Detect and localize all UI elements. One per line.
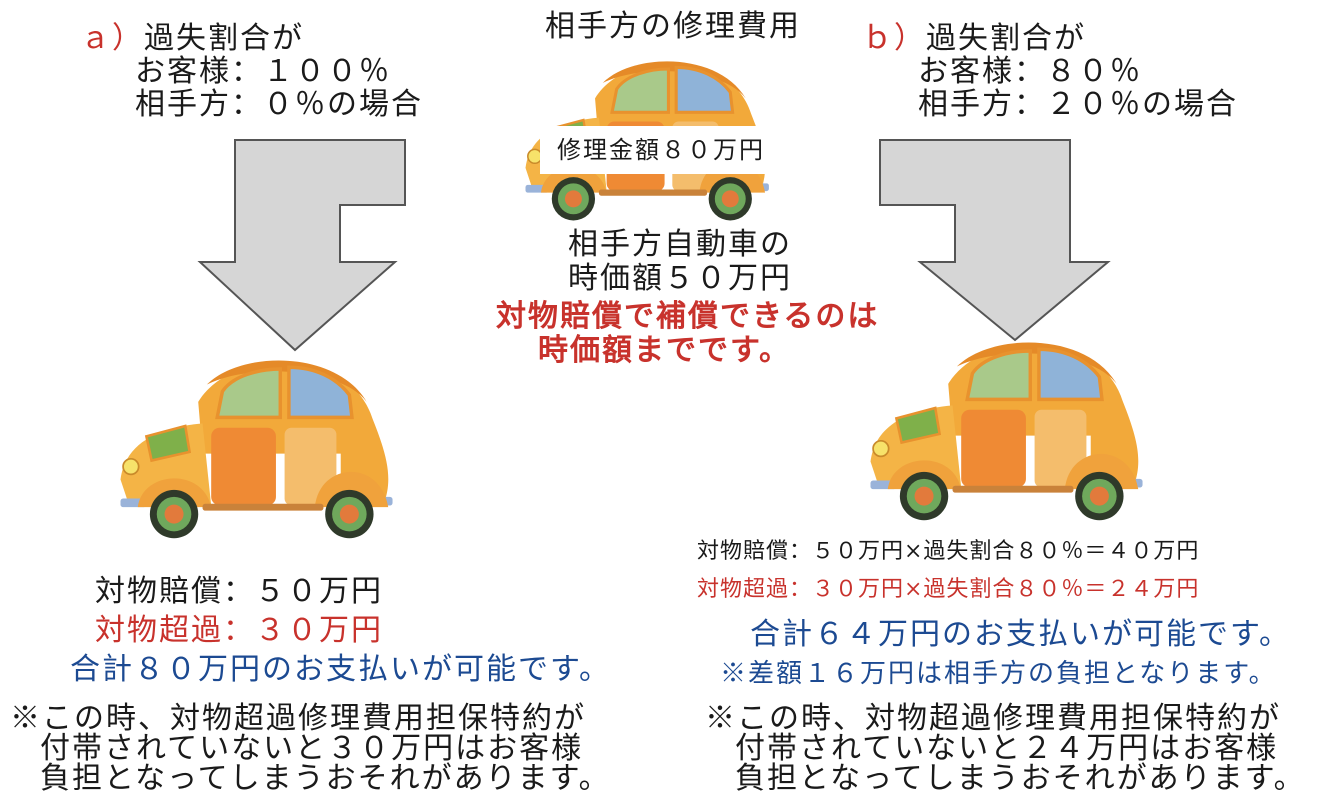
- case-b-total: 合計６４万円のお支払いが可能です。: [750, 617, 1291, 652]
- case-b-marker: ｂ）: [862, 21, 926, 56]
- market-value-line2: 時価額５０万円: [568, 261, 792, 296]
- down-left-arrow: [197, 139, 406, 352]
- coverage-note-line1: 対物賠償で補償できるのは: [496, 299, 880, 334]
- case-a-total: 合計８０万円のお支払いが可能です。: [70, 652, 611, 687]
- case-a-warning-line3: 負担となってしまうおそれがあります。: [40, 761, 611, 796]
- repair-amount-label: 修理金額８０万円: [540, 126, 782, 174]
- case-b-customer-ratio: お客様：８０％: [918, 54, 1142, 89]
- center-title: 相手方の修理費用: [545, 9, 801, 44]
- case-b-excess: 対物超過：３０万円×過失割合８０％＝２４万円: [697, 577, 1200, 602]
- case-b-warning-line2: 付帯されていないと２４万円はお客様: [735, 731, 1279, 766]
- down-right-arrow: [879, 139, 1111, 342]
- market-value-line1: 相手方自動車の: [568, 227, 792, 262]
- case-b-difference: ※差額１６万円は相手方の負担となります。: [720, 659, 1277, 689]
- case-b-liability: 対物賠償：５０万円×過失割合８０％＝４０万円: [697, 539, 1200, 564]
- case-a-customer-ratio: お客様：１００％: [135, 54, 391, 89]
- case-a-warning-line2: 付帯されていないと３０万円はお客様: [40, 731, 584, 766]
- case-b-other-ratio: 相手方：２０％の場合: [918, 87, 1238, 122]
- coverage-note-line2: 時価額までです。: [538, 333, 791, 368]
- case-a-heading: 過失割合が: [144, 21, 304, 56]
- case-a-car-illustration: [118, 358, 395, 540]
- case-b-warning-line1: ※この時、対物超過修理費用担保特約が: [705, 701, 1281, 736]
- case-a-marker: ａ）: [80, 21, 144, 56]
- case-b-warning-line3: 負担となってしまうおそれがあります。: [735, 761, 1306, 796]
- case-a-excess: 対物超過：３０万円: [95, 613, 383, 648]
- case-b-heading: 過失割合が: [926, 21, 1086, 56]
- case-a-other-ratio: 相手方：０％の場合: [135, 87, 423, 122]
- case-a-heading-block: ａ）過失割合が: [80, 22, 304, 56]
- case-b-heading-block: ｂ）過失割合が: [862, 22, 1086, 56]
- case-a-warning-line1: ※この時、対物超過修理費用担保特約が: [10, 701, 586, 736]
- case-b-car-illustration: [868, 340, 1145, 522]
- case-a-liability: 対物賠償：５０万円: [95, 574, 383, 609]
